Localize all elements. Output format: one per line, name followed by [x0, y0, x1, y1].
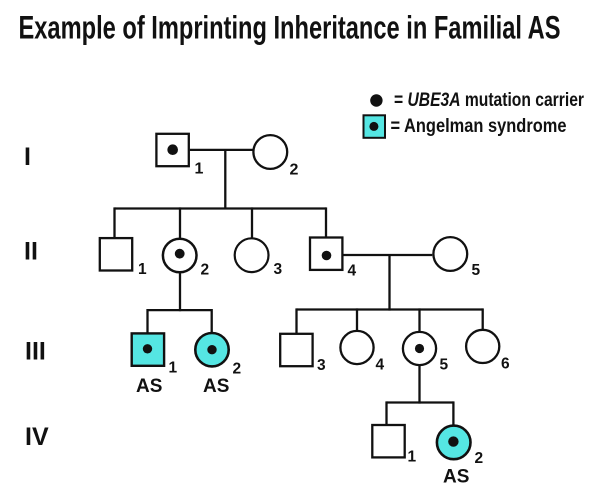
svg-text:3: 3 — [274, 261, 283, 278]
svg-text:Example of Imprinting Inherita: Example of Imprinting Inheritance in Fam… — [19, 10, 561, 46]
svg-text:= UBE3A mutation carrier: = UBE3A mutation carrier — [394, 90, 584, 111]
svg-text:4: 4 — [376, 357, 385, 374]
svg-text:2: 2 — [475, 450, 484, 467]
svg-text:AS: AS — [203, 376, 229, 397]
svg-text:4: 4 — [348, 263, 357, 280]
svg-text:1: 1 — [169, 360, 178, 377]
svg-text:6: 6 — [501, 356, 510, 373]
svg-text:2: 2 — [290, 162, 299, 179]
svg-text:1: 1 — [138, 261, 147, 278]
svg-text:II: II — [24, 238, 38, 266]
svg-text:1: 1 — [195, 161, 204, 178]
svg-text:1: 1 — [408, 449, 417, 466]
svg-text:III: III — [25, 338, 46, 366]
svg-text:IV: IV — [25, 423, 49, 451]
svg-text:= Angelman syndrome: = Angelman syndrome — [391, 116, 567, 137]
svg-text:AS: AS — [443, 467, 469, 488]
svg-text:3: 3 — [317, 357, 326, 374]
svg-text:2: 2 — [201, 262, 210, 279]
svg-text:2: 2 — [233, 361, 242, 378]
svg-text:AS: AS — [136, 376, 162, 397]
svg-text:5: 5 — [472, 262, 481, 279]
svg-text:I: I — [24, 143, 31, 171]
svg-text:5: 5 — [440, 357, 449, 374]
